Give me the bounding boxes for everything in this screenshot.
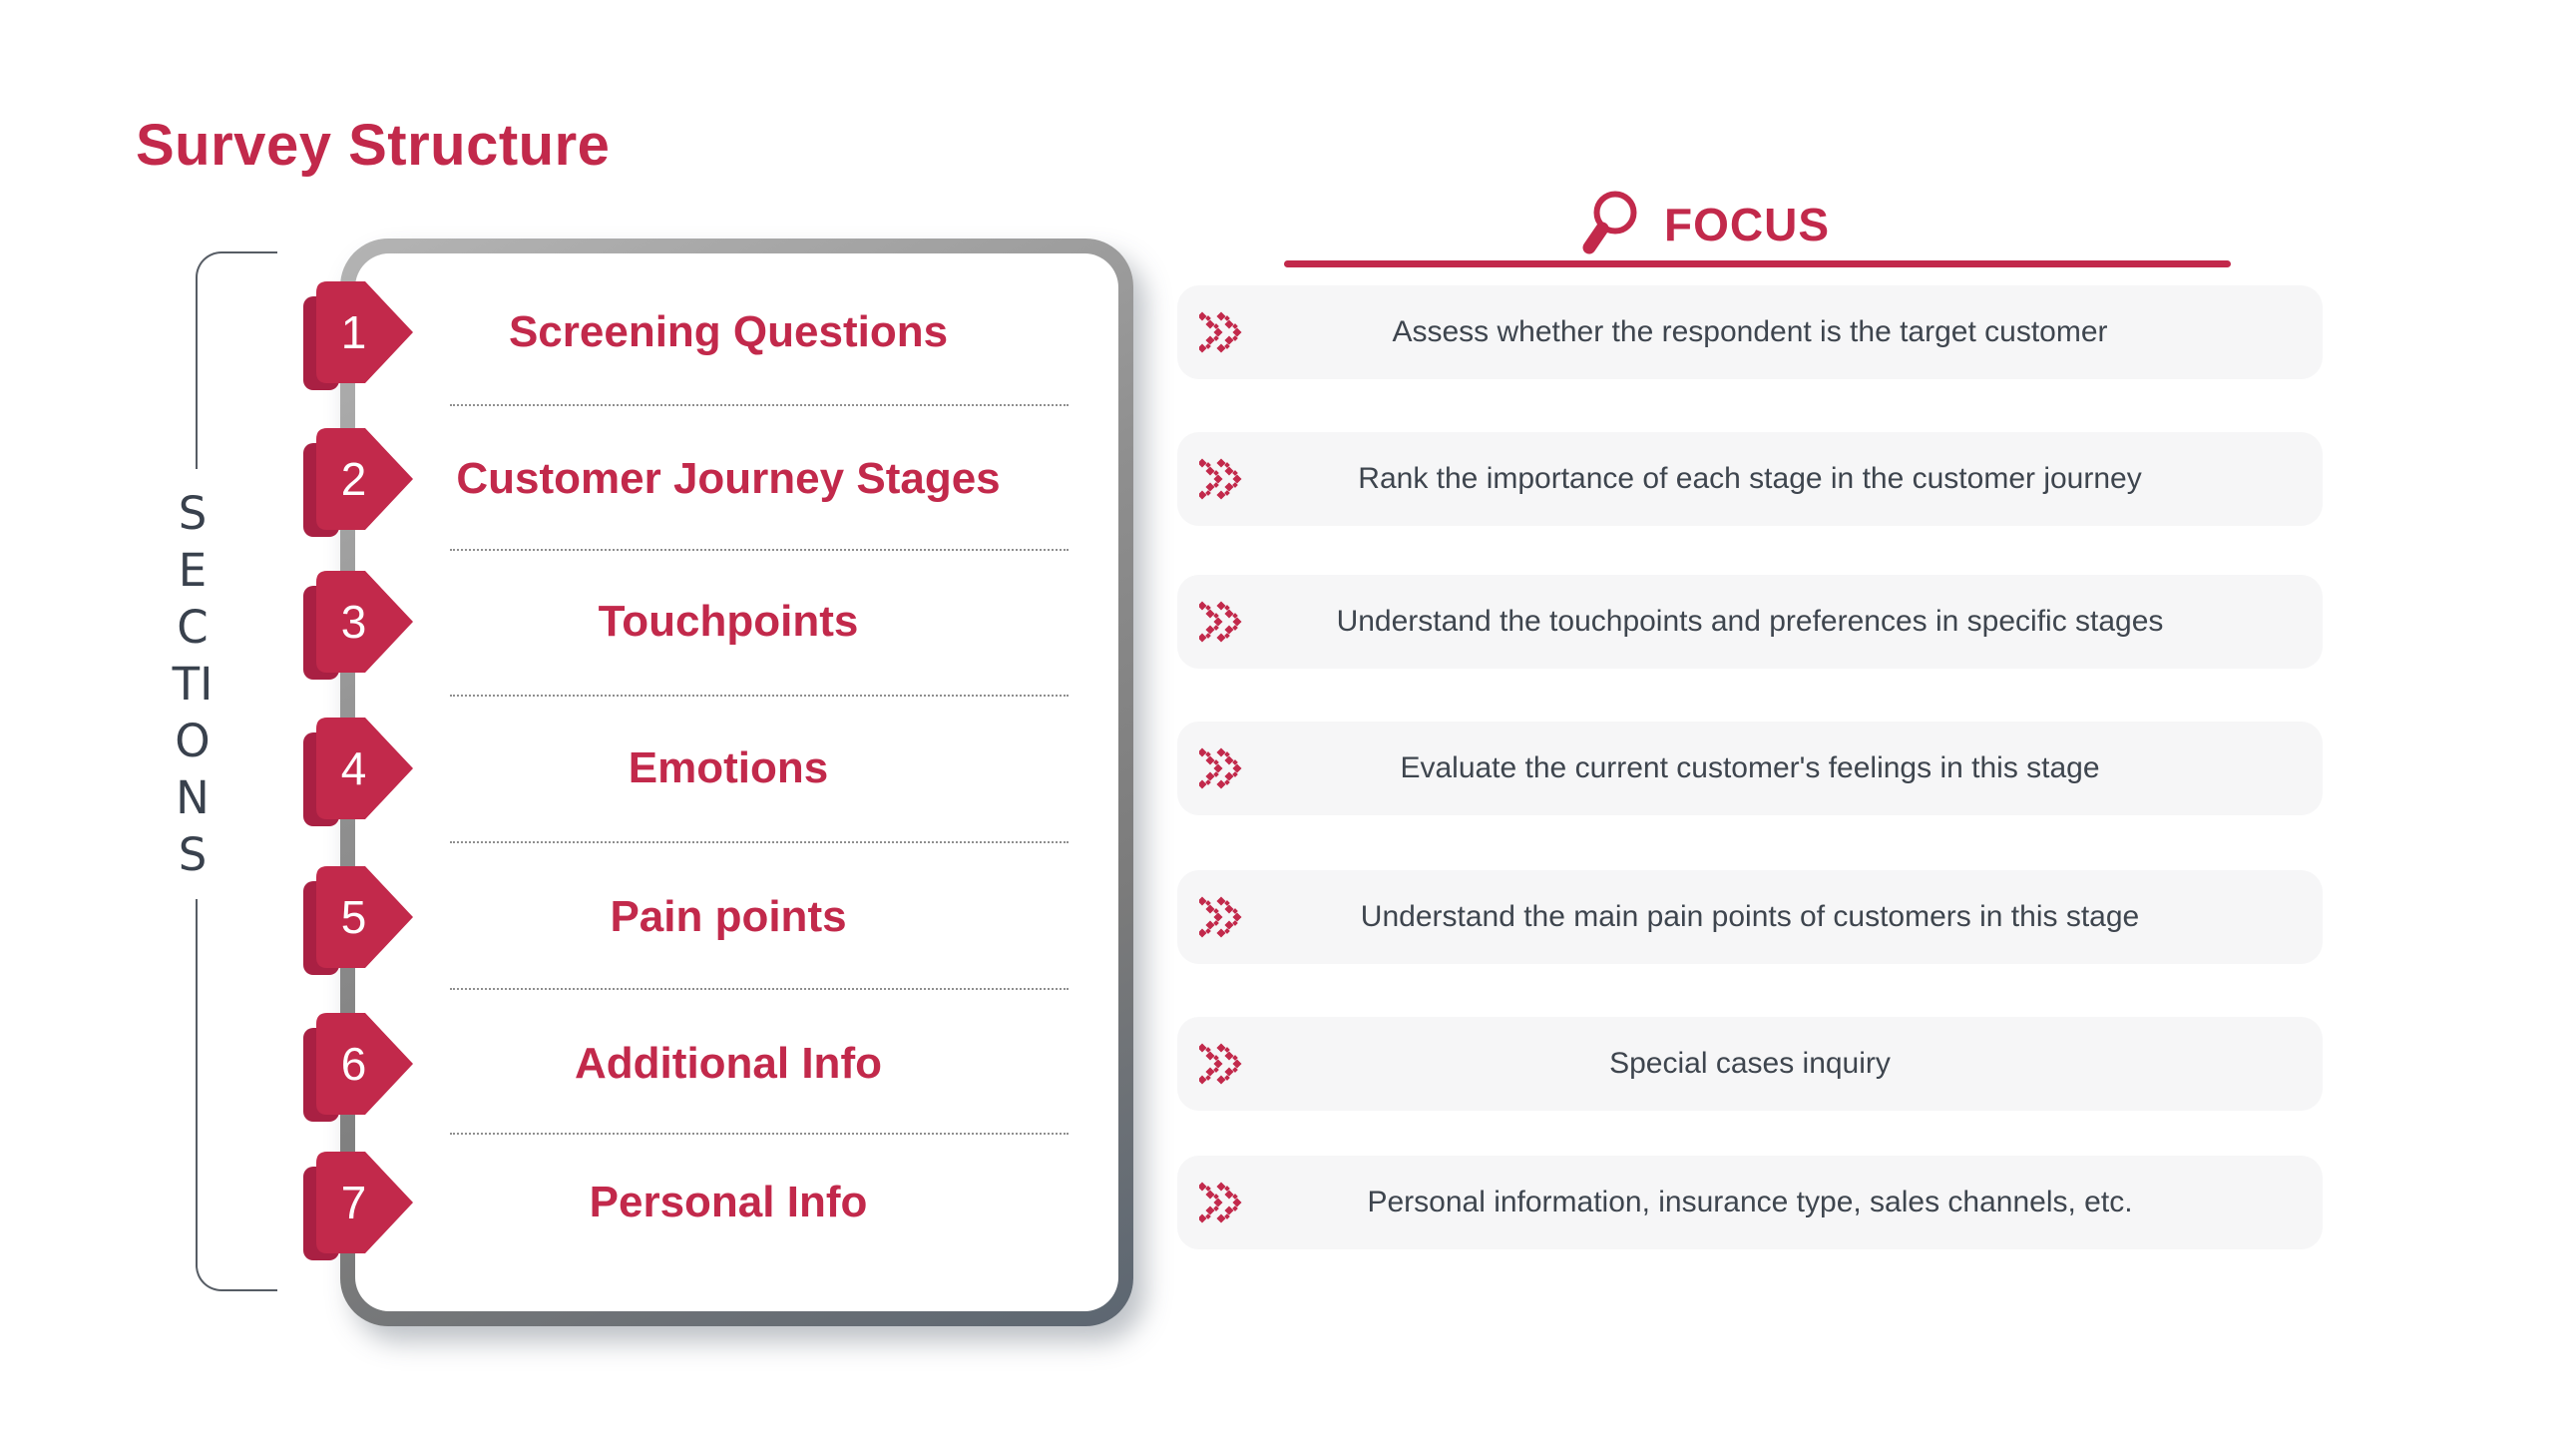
page-title: Survey Structure (136, 113, 611, 178)
section-label: Additional Info (575, 1039, 882, 1088)
focus-row: Understand the main pain points of custo… (1177, 870, 2323, 964)
section-badge: 1 (301, 280, 417, 392)
focus-row-text: Assess whether the respondent is the tar… (1392, 315, 2108, 348)
section-number: 6 (340, 1038, 367, 1090)
section-number: 5 (340, 891, 367, 943)
focus-row: Personal information, insurance type, sa… (1177, 1156, 2323, 1249)
focus-row-text: Rank the importance of each stage in the… (1358, 462, 2142, 495)
section-badge: 7 (301, 1151, 417, 1262)
arrow-tag-icon (303, 428, 413, 537)
arrow-tag-icon (303, 571, 413, 680)
section-label: Screening Questions (508, 307, 949, 356)
dotted-separator (450, 841, 1069, 843)
focus-header: FOCUS (1578, 182, 1830, 267)
dotted-separator (450, 404, 1069, 406)
focus-row: Understand the touchpoints and preferenc… (1177, 575, 2323, 669)
focus-row-text: Personal information, insurance type, sa… (1367, 1186, 2133, 1218)
arrow-tag-icon (303, 281, 413, 390)
section-number: 2 (340, 453, 367, 505)
arrow-tag-icon (303, 718, 413, 826)
survey-card (355, 253, 1118, 1311)
focus-row-text: Understand the touchpoints and preferenc… (1336, 605, 2164, 638)
dotted-separator (450, 988, 1069, 990)
dotted-separator (450, 695, 1069, 697)
section-label: Customer Journey Stages (456, 454, 1001, 503)
focus-row-text: Evaluate the current customer's feelings… (1400, 751, 2100, 784)
focus-underline (1284, 260, 2231, 267)
section-number: 1 (340, 306, 367, 358)
section-number: 7 (340, 1177, 367, 1228)
focus-row: Special cases inquiry (1177, 1017, 2323, 1111)
focus-title: FOCUS (1664, 199, 1830, 250)
sections-axis-label: SECTIONS (169, 469, 216, 899)
dotted-separator (450, 549, 1069, 551)
arrow-tag-icon (303, 866, 413, 975)
focus-row-text: Understand the main pain points of custo… (1360, 900, 2140, 933)
section-badge: 4 (301, 717, 417, 828)
section-number: 3 (340, 596, 367, 648)
focus-row: Evaluate the current customer's feelings… (1177, 722, 2323, 815)
section-badge: 3 (301, 570, 417, 682)
focus-row-text: Special cases inquiry (1609, 1047, 1891, 1080)
section-badge: 5 (301, 865, 417, 977)
section-label: Pain points (610, 892, 847, 941)
dotted-separator (450, 1133, 1069, 1135)
section-label: Touchpoints (598, 597, 859, 646)
arrow-tag-icon (303, 1152, 413, 1260)
section-label: Personal Info (589, 1178, 868, 1226)
arrow-tag-icon (303, 1013, 413, 1122)
survey-card-frame (340, 239, 1133, 1326)
section-label: Emotions (628, 743, 829, 792)
section-number: 4 (340, 742, 367, 794)
focus-row: Assess whether the respondent is the tar… (1177, 285, 2323, 379)
section-badge: 6 (301, 1012, 417, 1124)
magnifier-icon (1582, 191, 1637, 254)
section-badge: 2 (301, 427, 417, 539)
focus-row: Rank the importance of each stage in the… (1177, 432, 2323, 526)
